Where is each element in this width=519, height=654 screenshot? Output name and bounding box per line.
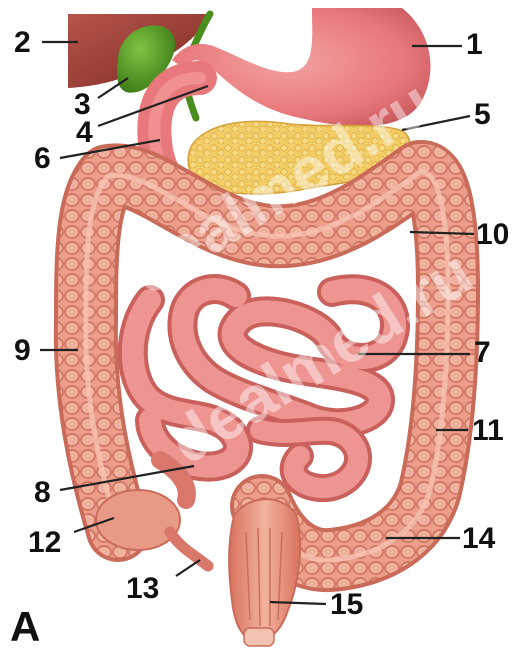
label-pancreas: 5 bbox=[474, 100, 491, 130]
label-rectum: 15 bbox=[330, 590, 363, 620]
panel-letter: A bbox=[10, 606, 40, 648]
label-sigmoid-colon: 14 bbox=[462, 524, 495, 554]
label-pylorus: 4 bbox=[76, 118, 93, 148]
label-appendix: 13 bbox=[126, 574, 159, 604]
label-stomach: 1 bbox=[466, 30, 483, 60]
label-descending-colon: 11 bbox=[472, 416, 504, 446]
rectum-shape bbox=[229, 499, 300, 640]
label-liver: 2 bbox=[14, 28, 31, 58]
appendix-shape bbox=[170, 532, 208, 566]
anal-canal-shape bbox=[244, 628, 274, 646]
label-cecum: 12 bbox=[28, 528, 61, 558]
small-intestine-shape bbox=[133, 289, 395, 500]
label-ileum: 8 bbox=[34, 478, 51, 508]
label-duodenum: 6 bbox=[34, 144, 51, 174]
label-ascending-colon: 9 bbox=[14, 336, 31, 366]
label-transverse-colon: 10 bbox=[476, 220, 509, 250]
label-jejunum: 7 bbox=[474, 338, 491, 368]
